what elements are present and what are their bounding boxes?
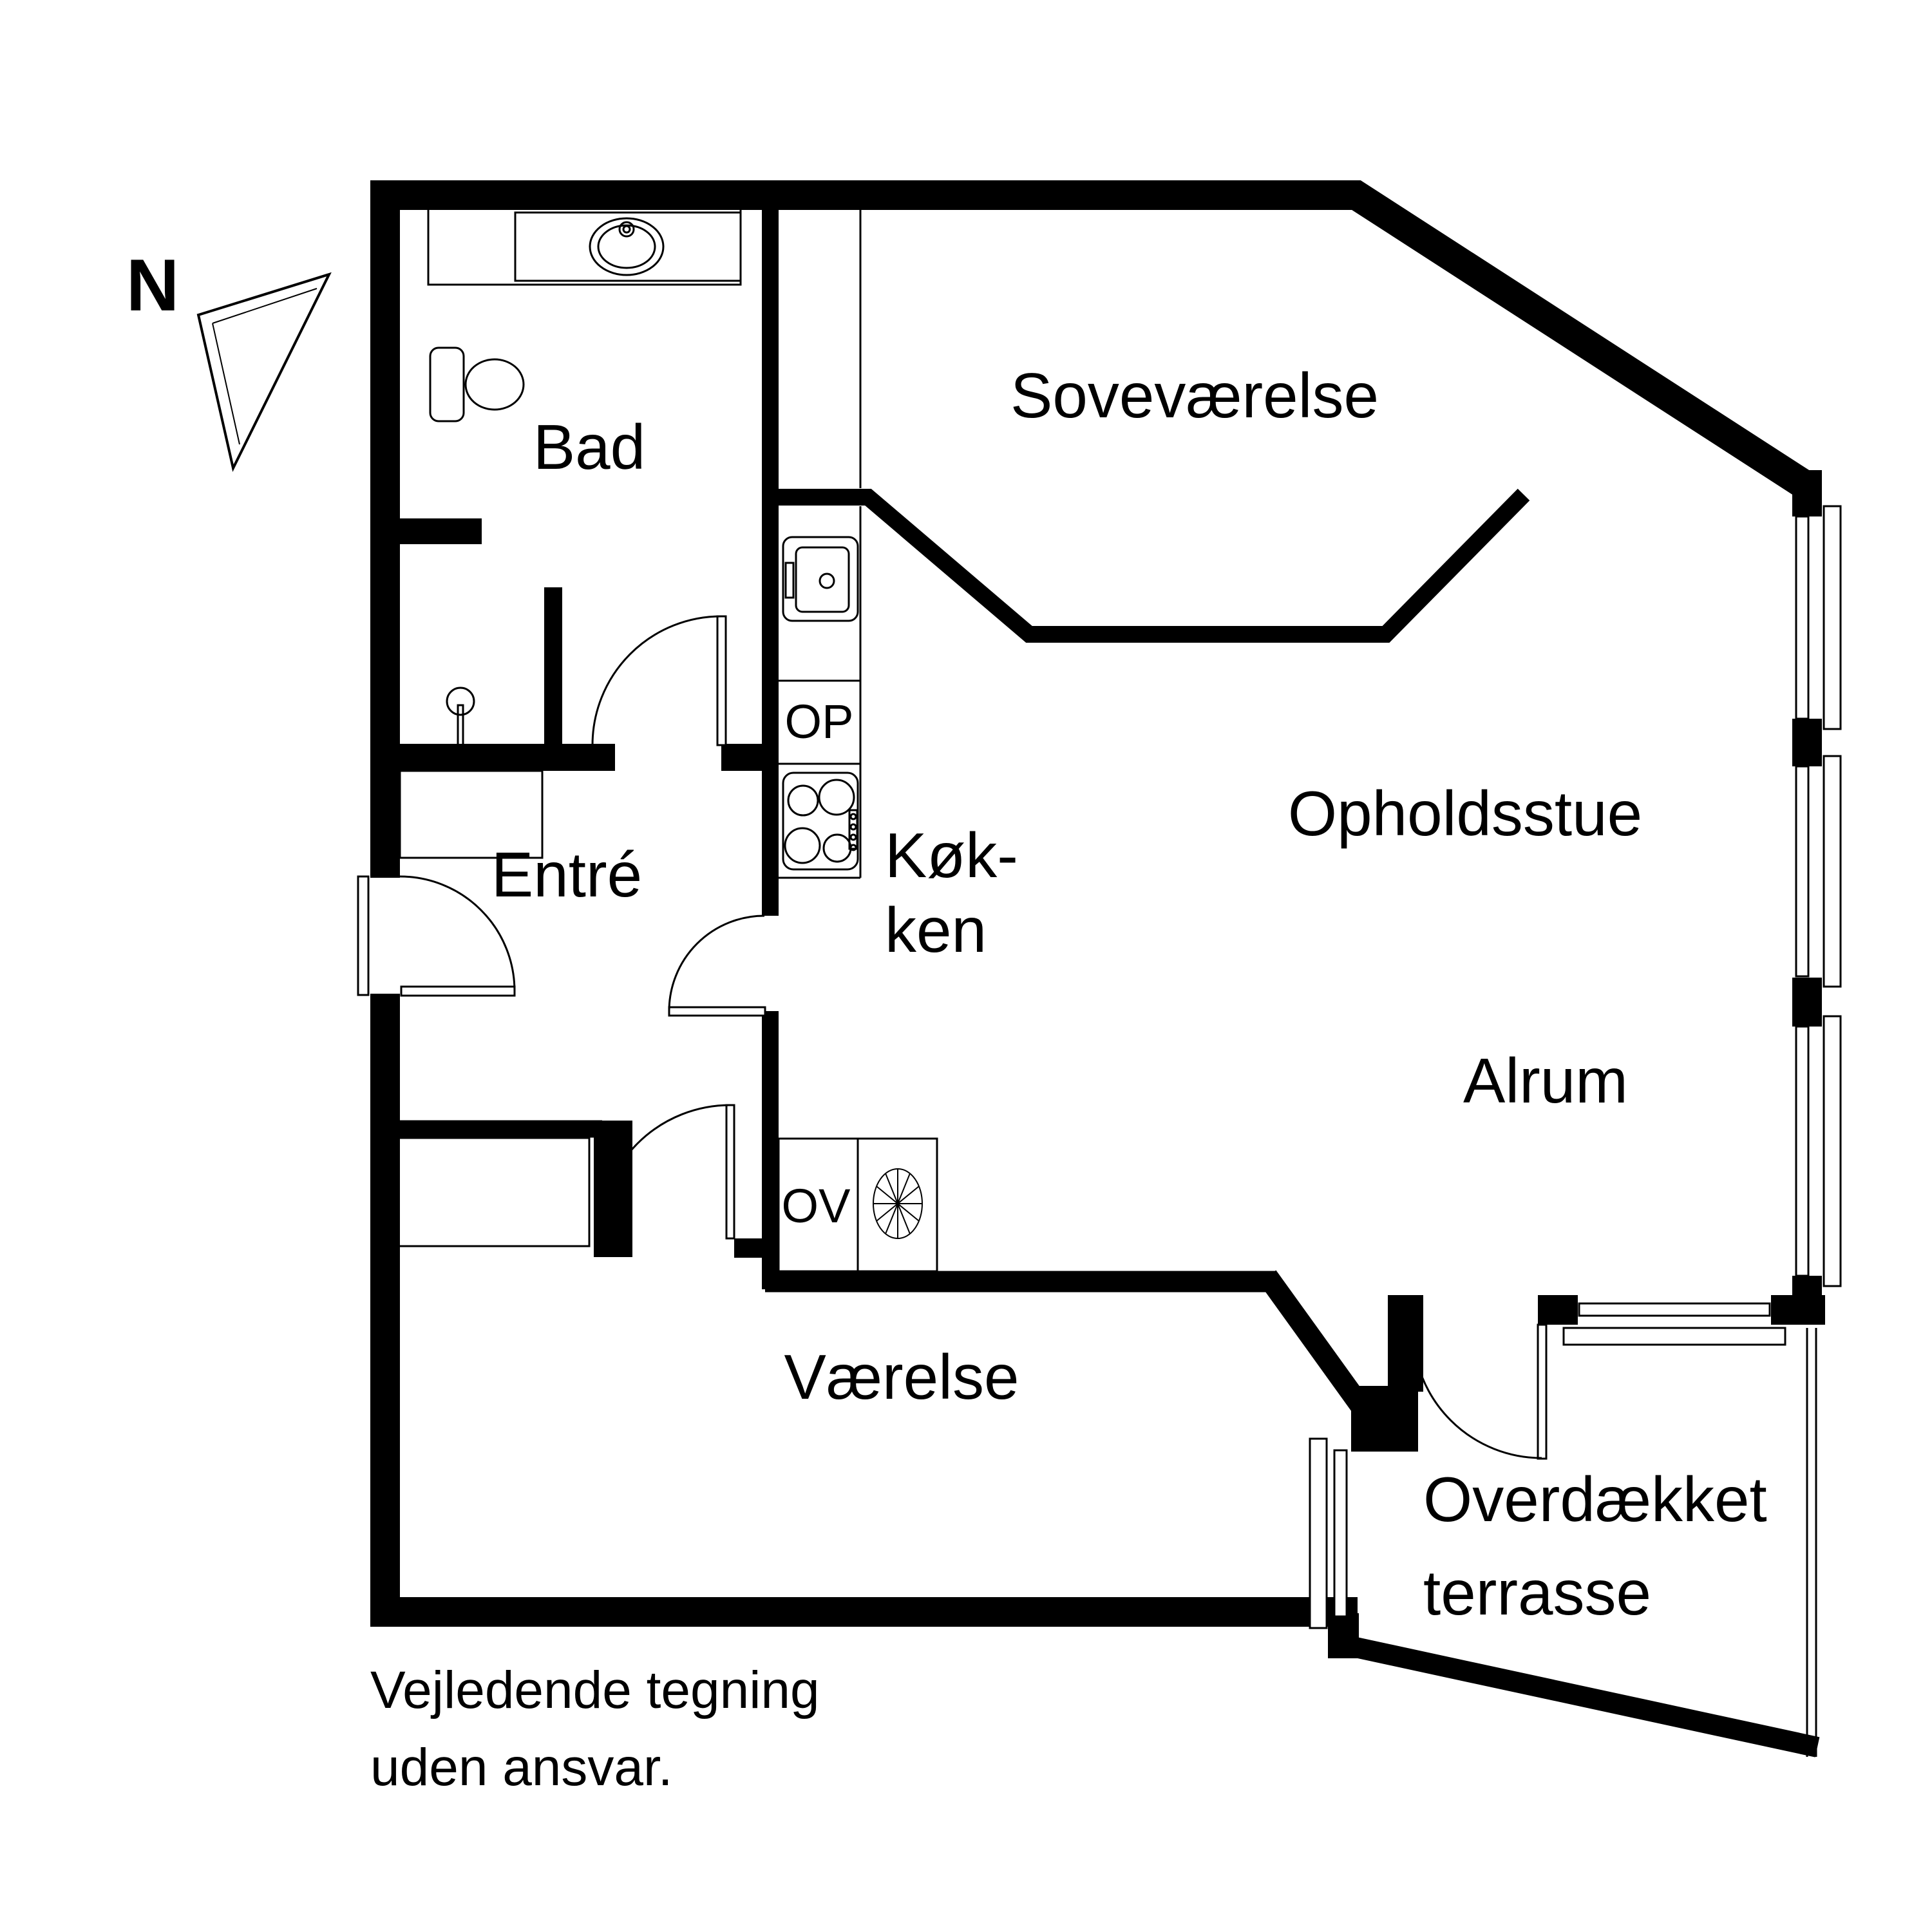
door-swing	[1412, 1329, 1542, 1459]
door-bath	[591, 615, 727, 746]
terrace-open-edge	[1806, 1328, 1817, 1757]
vaerelse-wardrobe	[386, 1137, 591, 1247]
door-entry	[399, 875, 516, 997]
door-kitchen	[668, 914, 766, 1017]
toilet-icon	[429, 346, 525, 422]
labels: Soveværelse Bad Entré Køk- ken Opholdsst…	[370, 360, 1767, 1797]
window-alrum-south	[1562, 1302, 1786, 1346]
door-leaf	[716, 615, 727, 746]
door-vaerelse	[598, 1104, 735, 1240]
compass: N	[126, 245, 332, 472]
fan-icon	[873, 1168, 923, 1239]
walls	[370, 180, 1825, 1757]
north-arrow-icon	[196, 272, 332, 472]
disclaimer-line2: uden ansvar.	[370, 1738, 673, 1797]
doors	[399, 615, 1548, 1460]
kitchen-sink-icon	[782, 536, 859, 622]
window-frame	[1823, 755, 1842, 988]
wall-terrace-jamb	[1388, 1295, 1423, 1392]
entry-threshold	[357, 875, 370, 996]
window-frame	[1823, 1015, 1842, 1287]
window-right-2	[1795, 755, 1842, 988]
wall-top-and-diagonal	[370, 180, 1816, 500]
wall-vaerelse-diagonal	[1258, 1270, 1369, 1412]
door-swing	[591, 615, 722, 746]
kitchen-fixtures	[777, 210, 938, 1273]
door-leaf	[725, 1104, 735, 1240]
entre-wardrobe	[399, 770, 544, 859]
north-label: N	[126, 245, 179, 327]
label-koekken-line2: ken	[885, 895, 987, 965]
shower-icon	[446, 687, 475, 747]
bath-fixtures	[386, 210, 742, 1247]
label-alrum: Alrum	[1463, 1045, 1628, 1116]
oven-unit	[777, 1137, 938, 1273]
label-op: OP	[785, 695, 854, 748]
bathroom-sink-icon	[589, 217, 665, 276]
label-opholdsstue: Opholdsstue	[1288, 778, 1642, 849]
door-swing	[668, 914, 765, 1012]
window-right-3	[1795, 1015, 1842, 1287]
door-leaf	[1537, 1323, 1548, 1460]
stove-icon	[782, 772, 859, 871]
wall-bedroom-partition	[765, 488, 1530, 643]
label-terrasse-line2: terrasse	[1423, 1557, 1651, 1628]
label-entre: Entré	[491, 839, 642, 910]
label-sovevaerelse: Soveværelse	[1010, 360, 1379, 431]
vanity-counter	[427, 210, 742, 286]
kitchen-counter	[779, 506, 862, 879]
label-bad: Bad	[533, 412, 645, 482]
window-frame	[1562, 1327, 1786, 1346]
window-frame	[1309, 1437, 1328, 1629]
disclaimer-line1: Vejledende tegning	[370, 1661, 820, 1719]
label-koekken-line1: Køk-	[885, 820, 1018, 891]
door-swing	[598, 1104, 731, 1237]
window-terrace-west	[1309, 1437, 1348, 1629]
door-leaf	[668, 1006, 766, 1017]
label-ov: OV	[782, 1179, 851, 1233]
windows	[357, 505, 1842, 1757]
window-right-1	[1795, 505, 1842, 730]
wall-vaerelse-pillar	[594, 1121, 632, 1257]
label-terrasse-line1: Overdækket	[1423, 1464, 1767, 1535]
door-swing	[399, 875, 516, 992]
door-leaf	[400, 985, 516, 997]
door-terrace	[1412, 1323, 1548, 1460]
wall-terrace-slant	[1338, 1634, 1820, 1757]
window-frame	[1823, 505, 1842, 730]
label-vaerelse: Værelse	[784, 1341, 1019, 1412]
